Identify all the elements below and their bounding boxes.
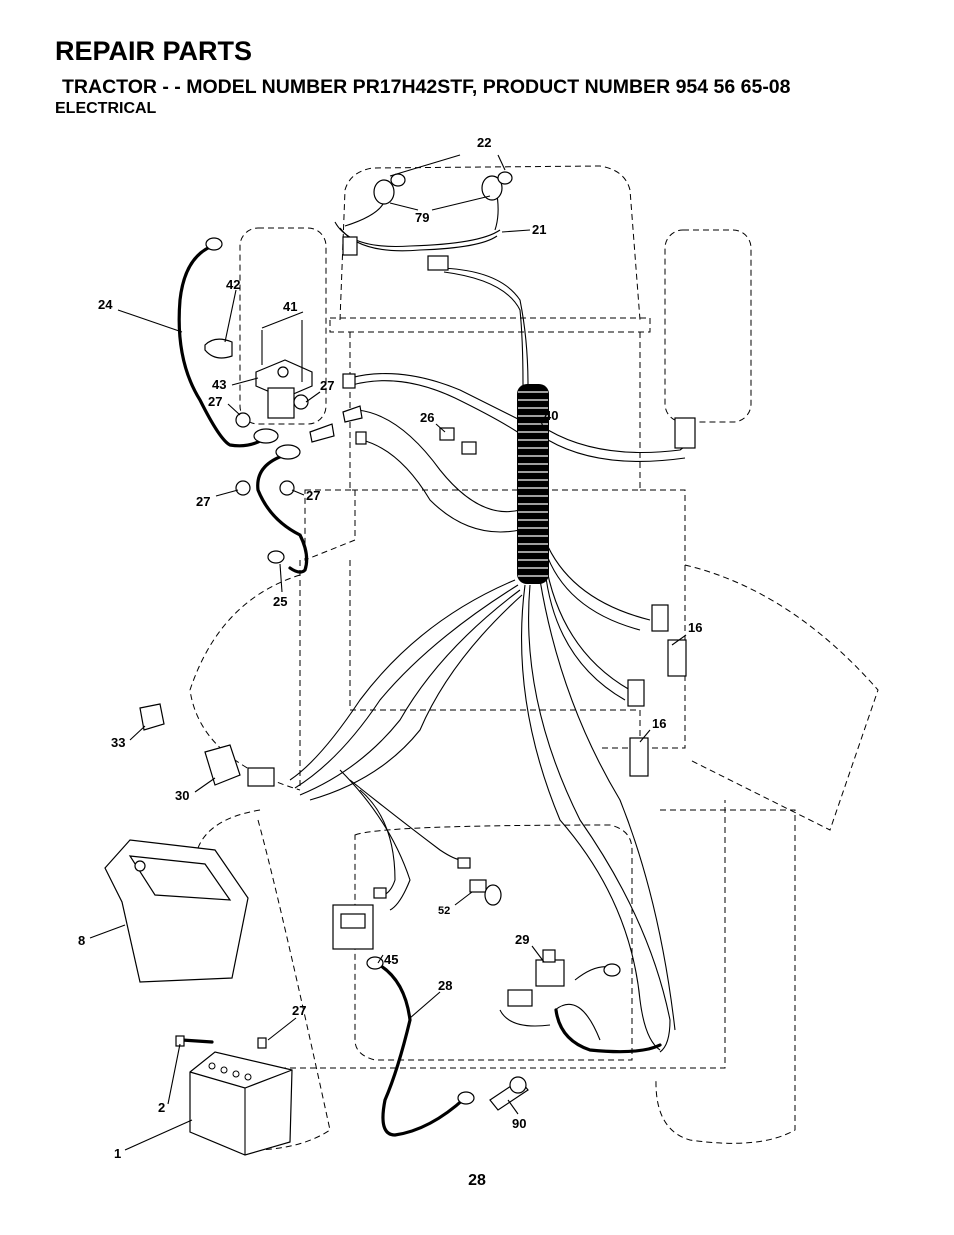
callout-26: 26 — [420, 410, 434, 425]
callout-79: 79 — [415, 210, 429, 225]
battery-box — [104, 839, 249, 983]
callout-52: 52 — [438, 905, 450, 917]
solenoid-assembly — [204, 320, 367, 496]
headlight-assembly — [342, 171, 513, 271]
battery-cables — [177, 237, 621, 1137]
section-heading: ELECTRICAL — [55, 100, 157, 117]
callout-1: 1 — [114, 1146, 121, 1161]
callout-16-lower: 16 — [652, 716, 666, 731]
callout-27-lower-right: 27 — [306, 488, 320, 503]
callout-22: 22 — [477, 135, 491, 150]
callout-labels: 22 79 21 42 41 24 43 27 27 27 27 26 40 2… — [78, 135, 702, 1161]
callout-45: 45 — [384, 952, 398, 967]
battery — [175, 1035, 293, 1156]
callout-42: 42 — [226, 277, 240, 292]
callout-29: 29 — [515, 932, 529, 947]
leader-lines — [89, 154, 687, 1151]
callout-41: 41 — [283, 299, 297, 314]
callout-90: 90 — [512, 1116, 526, 1131]
tractor-outline — [189, 165, 879, 1151]
callout-28: 28 — [438, 978, 452, 993]
callout-2: 2 — [158, 1100, 165, 1115]
wire-harness — [289, 194, 692, 1053]
callout-43: 43 — [212, 377, 226, 392]
callout-16-upper: 16 — [688, 620, 702, 635]
callout-33: 33 — [111, 735, 125, 750]
callout-40: 40 — [544, 408, 558, 423]
model-subtitle: TRACTOR - - MODEL NUMBER PR17H42STF, PRO… — [62, 76, 791, 98]
callout-27-left: 27 — [208, 394, 222, 409]
page-title: REPAIR PARTS — [55, 36, 253, 66]
callout-27-battery: 27 — [292, 1003, 306, 1018]
callout-21: 21 — [532, 222, 546, 237]
callout-24: 24 — [98, 297, 113, 312]
connectors-and-switches — [139, 417, 696, 1111]
callout-27-lower-left: 27 — [196, 494, 210, 509]
callout-27-right: 27 — [320, 378, 334, 393]
harness-sleeve — [517, 384, 549, 584]
callout-25: 25 — [273, 594, 287, 609]
callout-30: 30 — [175, 788, 189, 803]
page-number: 28 — [468, 1172, 486, 1189]
callout-8: 8 — [78, 933, 85, 948]
